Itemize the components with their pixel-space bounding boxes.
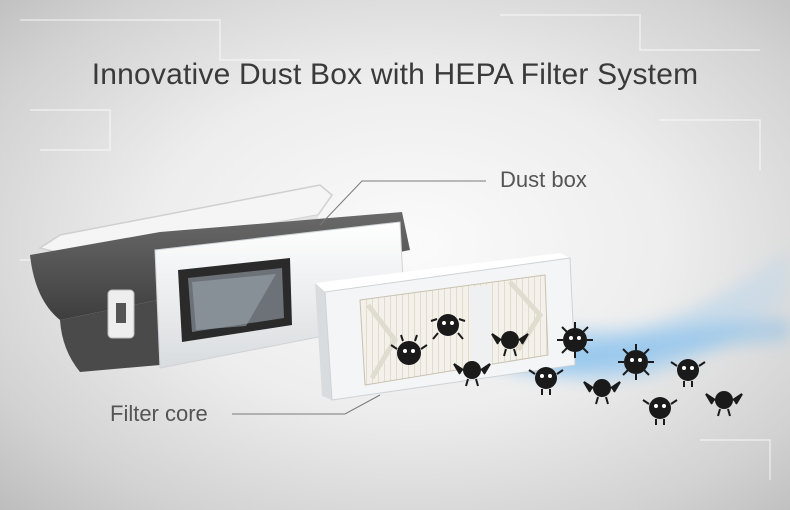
dust-particle-icon [705, 391, 743, 417]
dust-particle-icon [528, 367, 564, 395]
filter-core-callout-line [232, 394, 381, 415]
callout-lines [232, 180, 486, 415]
dust-box-icon [30, 184, 410, 372]
dust-particle-icon [491, 331, 529, 357]
filter-core-label: Filter core [110, 401, 208, 426]
dust-particle-icon [670, 359, 706, 387]
dust-particle-icon [618, 344, 654, 380]
dust-particle-icon [390, 334, 428, 365]
dust-particle-icon [453, 361, 491, 387]
page-title: Innovative Dust Box with HEPA Filter Sys… [91, 58, 699, 91]
dust-particle-icon [557, 322, 593, 358]
dust-particle-icon [430, 314, 466, 340]
dust-particles [390, 314, 743, 425]
dust-particle-icon [642, 397, 678, 425]
dust-box-callout-line [319, 180, 486, 226]
dust-box-label: Dust box [500, 167, 587, 192]
dust-particle-icon [583, 379, 621, 405]
